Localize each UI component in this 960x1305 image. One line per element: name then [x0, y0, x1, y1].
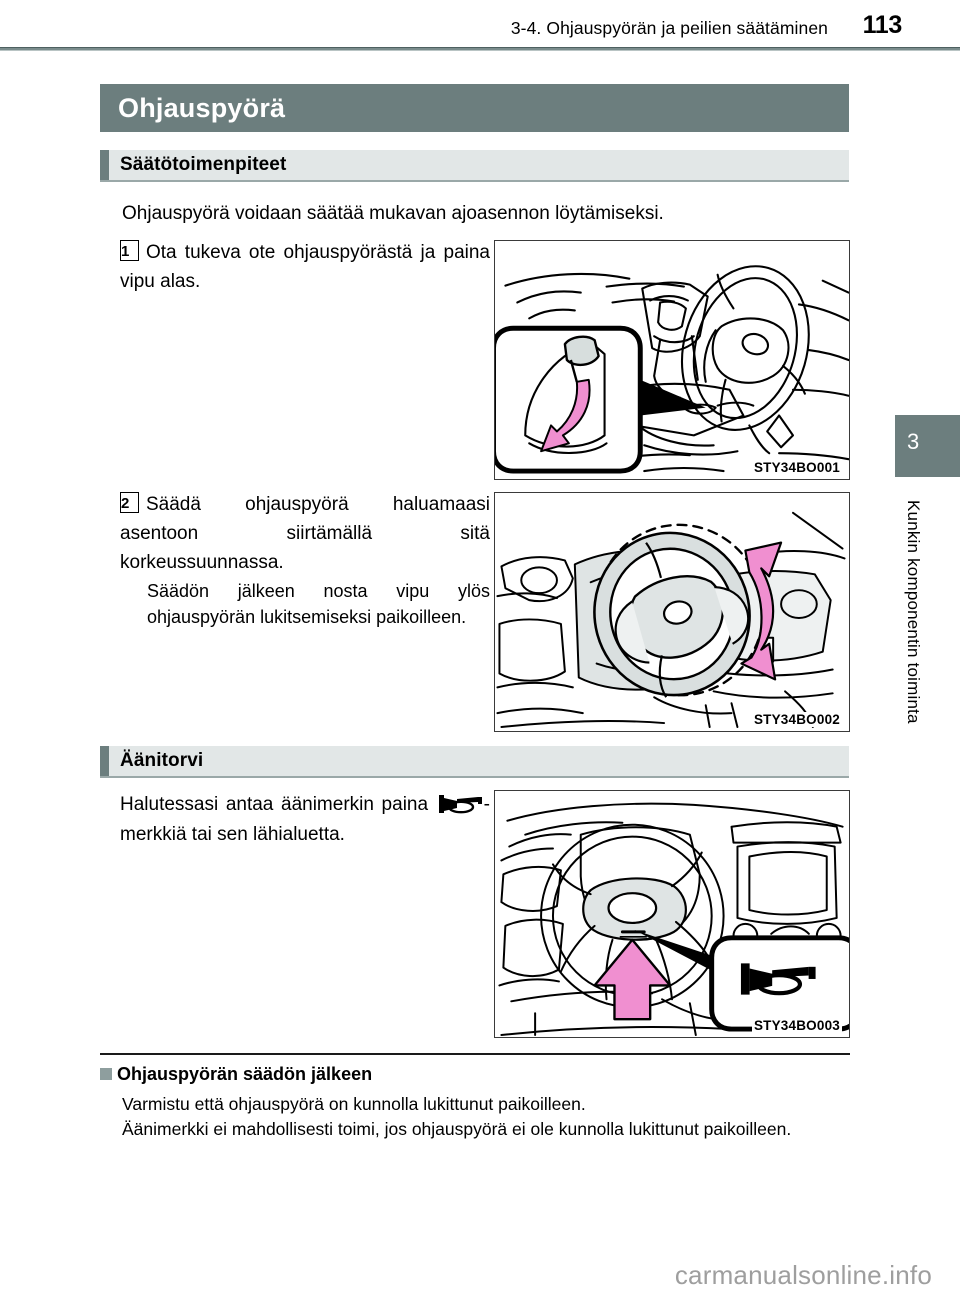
step-1-text: Ota tukeva ote ohjauspyörästä ja paina v…	[120, 242, 490, 292]
tilt-lever-illustration	[495, 265, 849, 474]
note-title-label: Ohjauspyörän säädön jälkeen	[117, 1064, 373, 1084]
chapter-side-label: Kunkin komponentin toiminta	[904, 500, 923, 724]
intro-paragraph: Ohjauspyörä voidaan säätää mukavan ajoas…	[122, 203, 664, 224]
step-number-badge: 1	[120, 240, 139, 261]
subsection-header-label: Äänitorvi	[120, 750, 204, 771]
horn-paragraph-before: Halutessasi antaa äänimerkin paina	[120, 794, 429, 815]
horn-button-illustration	[498, 802, 849, 1037]
step-number-badge: 2	[120, 492, 139, 513]
figure-steering-tilt: STY34BO002	[494, 492, 850, 732]
figure-horn-button: STY34BO003	[494, 790, 850, 1038]
subsection-accent-bar	[100, 150, 109, 180]
horn-paragraph: Halutessasi antaa äänimerkin paina -merk…	[120, 790, 490, 850]
header-rule	[0, 47, 960, 51]
step-2-text: Säädä ohjauspyörä haluamaasi asentoon si…	[120, 494, 490, 573]
chapter-number: 3	[907, 429, 920, 454]
subsection-accent-bar	[100, 746, 109, 776]
subsection-header-saatotoimenpiteet: Säätötoimenpiteet	[100, 150, 849, 182]
note-bullet-icon	[100, 1068, 112, 1080]
subsection-header-label: Säätötoimenpiteet	[120, 154, 287, 175]
chapter-tab: 3	[895, 415, 960, 477]
steering-wheel-tilt-illustration	[496, 511, 846, 729]
horn-paragraph-after: -merkkiä tai sen lähialuetta.	[120, 794, 490, 845]
subsection-header-aanitorvi: Äänitorvi	[100, 746, 849, 778]
step-2-note: Säädön jälkeen nosta vipu ylös ohjauspyö…	[147, 581, 490, 627]
note-body: Varmistu että ohjauspyörä on kunnolla lu…	[122, 1092, 850, 1142]
note-line-2: Äänimerkki ei mahdollisesti toimi, jos o…	[122, 1119, 792, 1139]
running-head: 3-4. Ohjauspyörän ja peilien säätäminen …	[0, 0, 960, 48]
figure-tilt-lever: STY34BO001	[494, 240, 850, 480]
note-line-1: Varmistu että ohjauspyörä on kunnolla lu…	[122, 1094, 586, 1114]
section-title-bar: Ohjauspyörä	[100, 84, 849, 132]
horn-icon	[437, 794, 483, 814]
watermark: carmanualsonline.info	[674, 1260, 932, 1290]
note-divider	[100, 1053, 850, 1055]
figure-code: STY34BO001	[751, 460, 842, 475]
running-head-title: 3-4. Ohjauspyörän ja peilien säätäminen	[510, 18, 828, 38]
section-title-label: Ohjauspyörä	[118, 93, 286, 123]
note-title: Ohjauspyörän säädön jälkeen	[100, 1064, 372, 1085]
figure-code: STY34BO002	[751, 712, 842, 727]
figure-code: STY34BO003	[751, 1018, 842, 1033]
page-number: 113	[862, 11, 903, 39]
